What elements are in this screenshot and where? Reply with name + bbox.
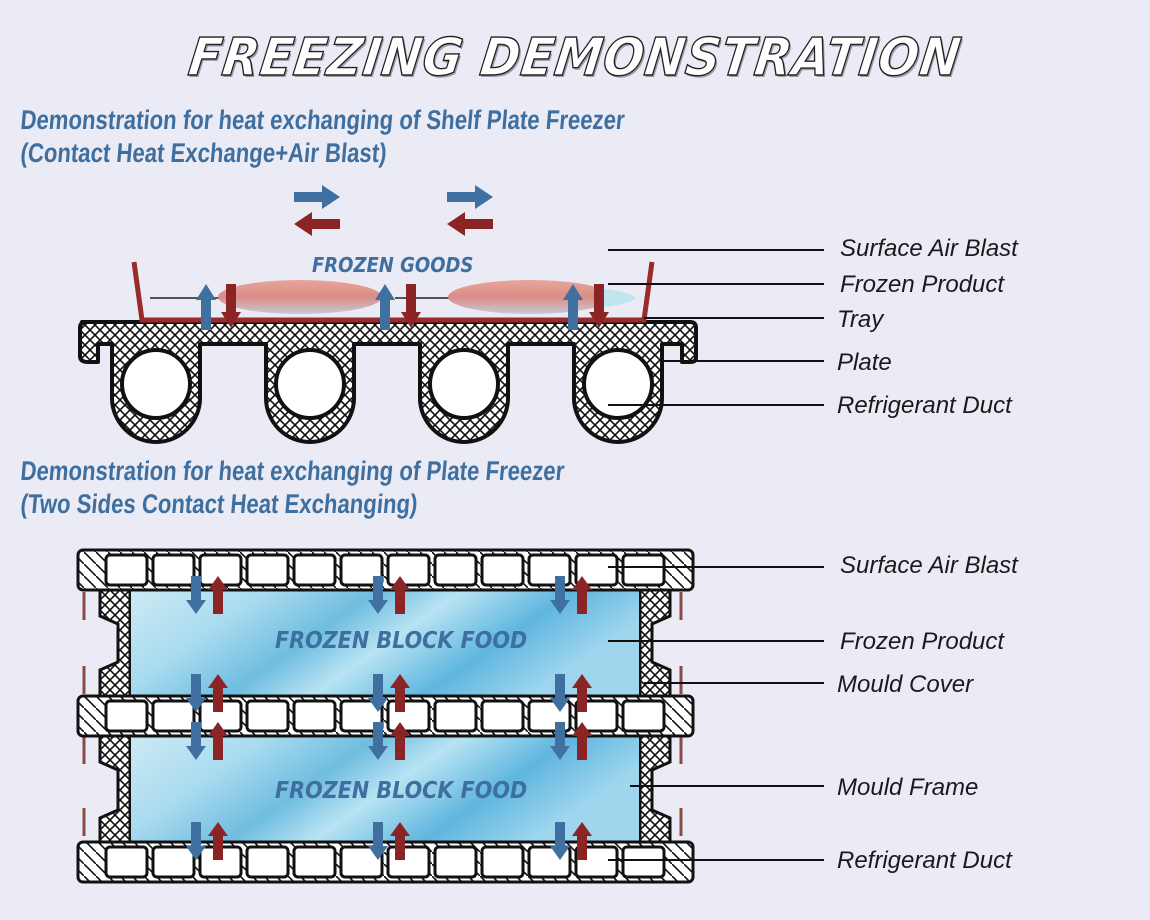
frozen-block-label-top: FROZEN BLOCK FOOD [275, 628, 528, 654]
callout-tray: Tray [837, 306, 884, 333]
cold-arrow-down-icon [186, 674, 206, 712]
warm-arrow-up-icon [572, 674, 592, 712]
callout-lines-section2 [608, 566, 824, 861]
shelf-plate [78, 320, 698, 444]
cold-arrow-down-icon [550, 674, 570, 712]
refrigerant-duct [433, 699, 478, 733]
warm-arrow-up-icon [390, 722, 410, 760]
refrigerant-duct [574, 553, 619, 587]
refrigerant-duct [151, 699, 196, 733]
refrigerant-duct [104, 553, 149, 587]
refrigerant-duct [292, 553, 337, 587]
warm-arrow-up-icon [572, 576, 592, 614]
freezer-plates [76, 548, 695, 884]
refrigerant-duct [480, 699, 525, 733]
refrigerant-duct [339, 845, 384, 879]
cold-arrow-down-icon [550, 822, 570, 860]
warm-arrow-up-icon [208, 822, 228, 860]
refrigerant-duct [151, 553, 196, 587]
mould-frames [98, 588, 672, 844]
warm-arrow-up-icon [208, 722, 228, 760]
refrigerant-duct [151, 845, 196, 879]
warm-arrow-up-icon [572, 822, 592, 860]
refrigerant-duct [386, 553, 431, 587]
callout-lines-section1 [608, 249, 824, 406]
warm-arrow-up-icon [390, 674, 410, 712]
side-rods [82, 592, 683, 836]
frozen-goods-label: FROZEN GOODS [312, 253, 474, 277]
tray [131, 261, 655, 323]
cold-arrow-down-icon [186, 822, 206, 860]
refrigerant-duct [582, 348, 654, 420]
refrigerant-duct [428, 348, 500, 420]
heat-exchange-arrows-shelf [196, 284, 609, 330]
refrigerant-duct [433, 553, 478, 587]
refrigerant-duct [292, 845, 337, 879]
callout-mould-frame: Mould Frame [837, 774, 979, 801]
callout-frozen-product: Frozen Product [840, 271, 1005, 298]
cold-arrow-right-icon [447, 185, 493, 209]
refrigerant-duct [245, 553, 290, 587]
cold-arrow-down-icon [550, 722, 570, 760]
warm-arrow-left-icon [447, 212, 493, 236]
callout-refrigerant-duct: Refrigerant Duct [837, 392, 1012, 419]
refrigerant-duct [245, 699, 290, 733]
refrigerant-duct [386, 699, 431, 733]
refrigerant-duct [480, 845, 525, 879]
cold-arrow-down-icon [368, 674, 388, 712]
warm-arrow-up-icon [572, 722, 592, 760]
warm-arrow-up-icon [208, 576, 228, 614]
heat-exchange-arrows-plate [186, 576, 592, 860]
cold-arrow-down-icon [368, 722, 388, 760]
cold-arrow-down-icon [186, 722, 206, 760]
callout-mould-cover: Mould Cover [837, 671, 974, 698]
cold-arrow-down-icon [550, 576, 570, 614]
callout-frozen-product-2: Frozen Product [840, 628, 1005, 655]
callout-plate: Plate [837, 349, 892, 376]
refrigerant-duct [274, 348, 346, 420]
refrigerant-duct [120, 348, 192, 420]
callout-surface-air-blast-2: Surface Air Blast [840, 552, 1018, 579]
cold-arrow-down-icon [368, 576, 388, 614]
refrigerant-duct [433, 845, 478, 879]
warm-arrow-up-icon [390, 576, 410, 614]
refrigerant-duct [621, 845, 666, 879]
cold-arrow-right-icon [294, 185, 340, 209]
air-blast-arrows [294, 185, 493, 236]
warm-arrow-up-icon [208, 674, 228, 712]
refrigerant-duct [292, 699, 337, 733]
refrigerant-duct [480, 553, 525, 587]
callout-refrigerant-duct-2: Refrigerant Duct [837, 847, 1012, 874]
cold-arrow-down-icon [186, 576, 206, 614]
refrigerant-duct [621, 699, 666, 733]
refrigerant-duct [621, 553, 666, 587]
warm-arrow-left-icon [294, 212, 340, 236]
refrigerant-duct [104, 845, 149, 879]
callout-surface-air-blast: Surface Air Blast [840, 235, 1018, 262]
cold-arrow-down-icon [368, 822, 388, 860]
warm-arrow-up-icon [390, 822, 410, 860]
refrigerant-duct [339, 699, 384, 733]
refrigerant-duct [339, 553, 384, 587]
refrigerant-duct [104, 699, 149, 733]
refrigerant-duct [245, 845, 290, 879]
refrigerant-duct [386, 845, 431, 879]
frozen-block-label-bottom: FROZEN BLOCK FOOD [275, 778, 528, 804]
